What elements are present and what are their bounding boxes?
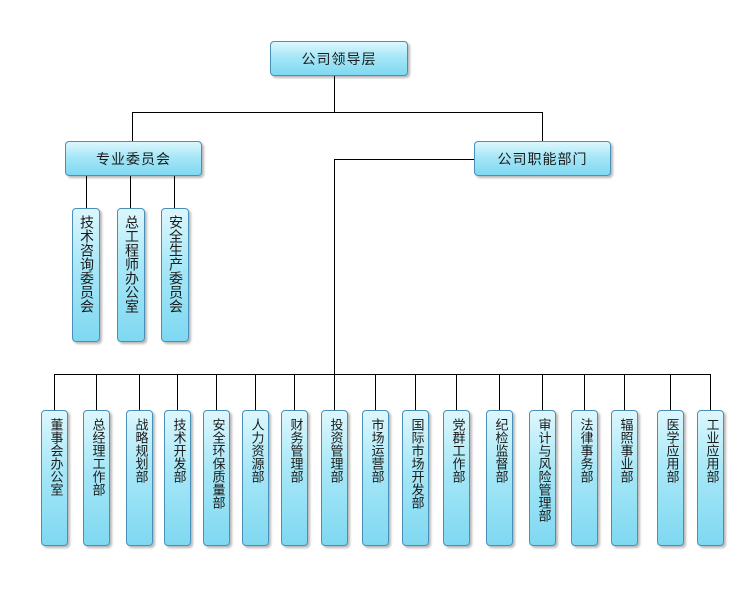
department-node[interactable]: 技术开发部 bbox=[164, 410, 191, 546]
committee-node[interactable]: 总工程师办公室 bbox=[117, 208, 145, 342]
department-node-label: 审计与风险管理部 bbox=[535, 418, 551, 522]
committee-node[interactable]: 技术咨询委员会 bbox=[72, 208, 100, 342]
department-node[interactable]: 审计与风险管理部 bbox=[529, 410, 556, 546]
branch-node-functional-departments[interactable]: 公司职能部门 bbox=[474, 141, 611, 176]
department-node-label: 财务管理部 bbox=[287, 418, 303, 483]
committee-node-label: 安全生产委员会 bbox=[167, 215, 183, 313]
committee-node-label: 总工程师办公室 bbox=[123, 215, 139, 313]
department-node[interactable]: 国际市场开发部 bbox=[402, 410, 429, 546]
root-node-label: 公司领导层 bbox=[301, 51, 377, 68]
department-node-label: 党群工作部 bbox=[449, 418, 465, 483]
department-node[interactable]: 辐照事业部 bbox=[611, 410, 638, 546]
department-node[interactable]: 人力资源部 bbox=[242, 410, 269, 546]
committee-node[interactable]: 安全生产委员会 bbox=[161, 208, 189, 342]
department-node-label: 安全环保质量部 bbox=[209, 418, 225, 509]
department-node-label: 工业应用部 bbox=[703, 418, 719, 483]
department-node[interactable]: 法律事务部 bbox=[571, 410, 598, 546]
branch-node-label: 专业委员会 bbox=[96, 151, 171, 168]
department-node-label: 国际市场开发部 bbox=[408, 418, 424, 509]
department-node-label: 人力资源部 bbox=[248, 418, 264, 483]
department-node-label: 法律事务部 bbox=[577, 418, 593, 483]
department-node-label: 战略规划部 bbox=[132, 418, 148, 483]
department-node[interactable]: 市场运营部 bbox=[362, 410, 389, 546]
department-node[interactable]: 财务管理部 bbox=[281, 410, 308, 546]
department-node[interactable]: 投资管理部 bbox=[321, 410, 348, 546]
department-node[interactable]: 纪检监督部 bbox=[486, 410, 513, 546]
department-node[interactable]: 战略规划部 bbox=[126, 410, 153, 546]
department-node[interactable]: 董事会办公室 bbox=[41, 410, 68, 546]
department-node-label: 市场运营部 bbox=[368, 418, 384, 483]
department-node-label: 医学应用部 bbox=[663, 418, 679, 483]
department-node-label: 投资管理部 bbox=[327, 418, 343, 483]
department-node[interactable]: 安全环保质量部 bbox=[203, 410, 230, 546]
department-node-label: 董事会办公室 bbox=[47, 418, 63, 496]
branch-node-label: 公司职能部门 bbox=[497, 151, 588, 168]
department-node[interactable]: 总经理工作部 bbox=[83, 410, 110, 546]
department-node[interactable]: 医学应用部 bbox=[657, 410, 684, 546]
department-node[interactable]: 工业应用部 bbox=[697, 410, 724, 546]
root-node[interactable]: 公司领导层 bbox=[270, 41, 408, 76]
committee-node-label: 技术咨询委员会 bbox=[78, 215, 94, 313]
department-node[interactable]: 党群工作部 bbox=[443, 410, 470, 546]
branch-node-committees[interactable]: 专业委员会 bbox=[65, 141, 202, 176]
department-node-label: 技术开发部 bbox=[170, 418, 186, 483]
department-node-label: 纪检监督部 bbox=[492, 418, 508, 483]
department-node-label: 总经理工作部 bbox=[89, 418, 105, 496]
department-node-label: 辐照事业部 bbox=[617, 418, 633, 483]
